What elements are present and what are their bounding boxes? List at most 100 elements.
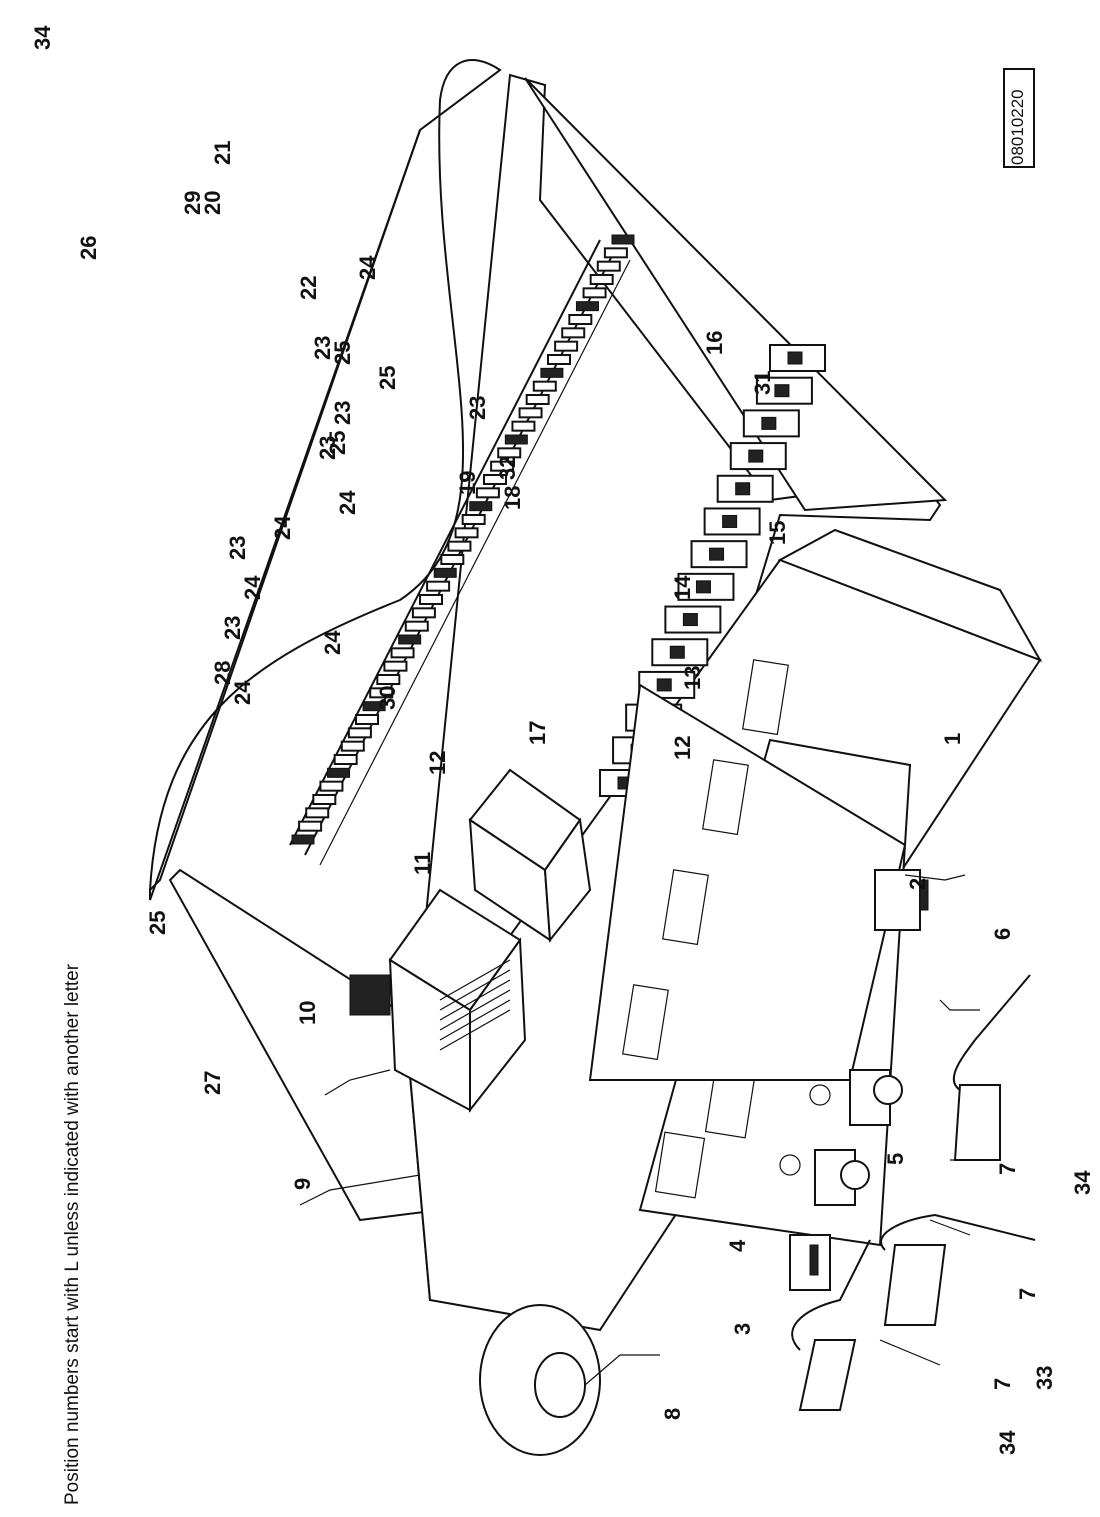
- terminal-block: [291, 834, 315, 845]
- display-plate: [588, 659, 907, 1081]
- position-label: 24: [320, 630, 345, 655]
- position-label: 25: [330, 341, 355, 365]
- position-label: 24: [335, 490, 360, 515]
- breaker-toggle: [722, 514, 738, 528]
- position-label: 9: [290, 1178, 315, 1190]
- position-label: 23: [330, 401, 355, 425]
- leader-lines: [299, 874, 980, 1386]
- breaker-toggle: [656, 678, 672, 692]
- terminal-block: [483, 474, 507, 485]
- breaker-toggle: [787, 351, 803, 365]
- position-label: 23: [220, 616, 245, 640]
- breaker-toggle: [761, 416, 777, 430]
- position-label: 23: [465, 396, 490, 420]
- breaker-toggle: [695, 580, 711, 594]
- position-label: 29: [180, 191, 205, 215]
- position-label: 23: [310, 336, 335, 360]
- terminal-block: [497, 447, 522, 459]
- breaker-toggle: [748, 449, 764, 463]
- terminal-block: [575, 301, 599, 312]
- position-label: 12: [670, 736, 695, 760]
- breaker-toggle: [709, 547, 725, 561]
- terminal-block: [398, 634, 422, 645]
- terminal-block: [411, 607, 436, 619]
- terminal-block: [611, 234, 635, 245]
- terminal-block: [327, 767, 351, 778]
- position-label: 8: [660, 1408, 685, 1420]
- position-label: 24: [230, 680, 255, 705]
- position-label: 2: [905, 878, 930, 890]
- terminal-block: [426, 580, 451, 592]
- breaker-toggle: [735, 482, 751, 496]
- terminal-block: [518, 407, 543, 419]
- terminal-block: [362, 701, 386, 712]
- probe-cable-c: [952, 974, 1031, 1091]
- terminal-block: [582, 287, 607, 299]
- position-label: 23: [225, 536, 250, 560]
- position-label: 24: [270, 515, 295, 540]
- position-label: 34: [1070, 1170, 1095, 1195]
- position-label: 25: [375, 366, 400, 390]
- terminal-block: [568, 314, 593, 325]
- terminal-block: [504, 434, 528, 445]
- push-button-5: [849, 1069, 903, 1126]
- terminal-block: [383, 660, 408, 672]
- selector-switch-3: [789, 1234, 831, 1291]
- breaker-toggle: [682, 613, 698, 627]
- position-label: 27: [200, 1071, 225, 1095]
- terminal-block: [589, 274, 614, 285]
- terminal-block: [355, 714, 379, 725]
- position-label: 34: [30, 25, 55, 50]
- terminal-block: [347, 727, 372, 739]
- position-label: 30: [375, 686, 400, 710]
- terminal-block: [525, 394, 550, 405]
- terminal-block: [419, 594, 443, 605]
- position-label: 6: [990, 928, 1015, 940]
- position-label: 15: [765, 521, 790, 545]
- terminal-blocks: [291, 234, 635, 845]
- breaker-toggle: [669, 645, 685, 659]
- position-label: 20: [200, 191, 225, 215]
- position-label: 13: [680, 666, 705, 690]
- terminal-block: [596, 260, 621, 272]
- terminal-block: [532, 380, 557, 392]
- push-button-4: [814, 1149, 870, 1206]
- terminal-block: [305, 807, 330, 819]
- contactor-group: [468, 768, 592, 943]
- terminal-block: [340, 740, 365, 752]
- position-label: 21: [210, 141, 235, 165]
- position-label: 31: [750, 371, 775, 395]
- selector-switch-6: [874, 869, 929, 931]
- position-label: 5: [883, 1153, 908, 1165]
- position-label: 14: [670, 575, 695, 600]
- probe-cable-b: [880, 1213, 1036, 1251]
- terminal-block: [390, 647, 415, 659]
- terminal-block: [475, 487, 500, 499]
- terminal-block: [561, 327, 586, 339]
- position-label: 4: [725, 1239, 750, 1252]
- terminal-block: [376, 674, 401, 685]
- position-label: 32: [495, 456, 520, 480]
- terminal-block: [404, 620, 429, 632]
- position-label: 25: [325, 431, 350, 455]
- terminal-block: [511, 420, 536, 432]
- terminal-block: [454, 527, 479, 539]
- position-label: 16: [702, 331, 727, 355]
- terminal-block: [333, 754, 358, 765]
- transformer: [349, 888, 527, 1113]
- position-label: 7: [990, 1378, 1015, 1390]
- probe-cable-a: [791, 1239, 871, 1351]
- terminal-block: [369, 687, 394, 699]
- position-labels: 1234567778910111212131415161718192021222…: [30, 25, 1095, 1455]
- terminal-block: [603, 247, 628, 259]
- terminal-block: [433, 567, 457, 578]
- position-label: 26: [76, 236, 101, 260]
- position-label: 19: [455, 471, 480, 495]
- position-label: 28: [210, 661, 235, 685]
- position-label: 25: [145, 911, 170, 935]
- position-label: 1: [940, 733, 965, 745]
- terminal-block: [298, 820, 323, 832]
- terminal-block: [490, 460, 515, 472]
- terminal-block: [461, 514, 486, 525]
